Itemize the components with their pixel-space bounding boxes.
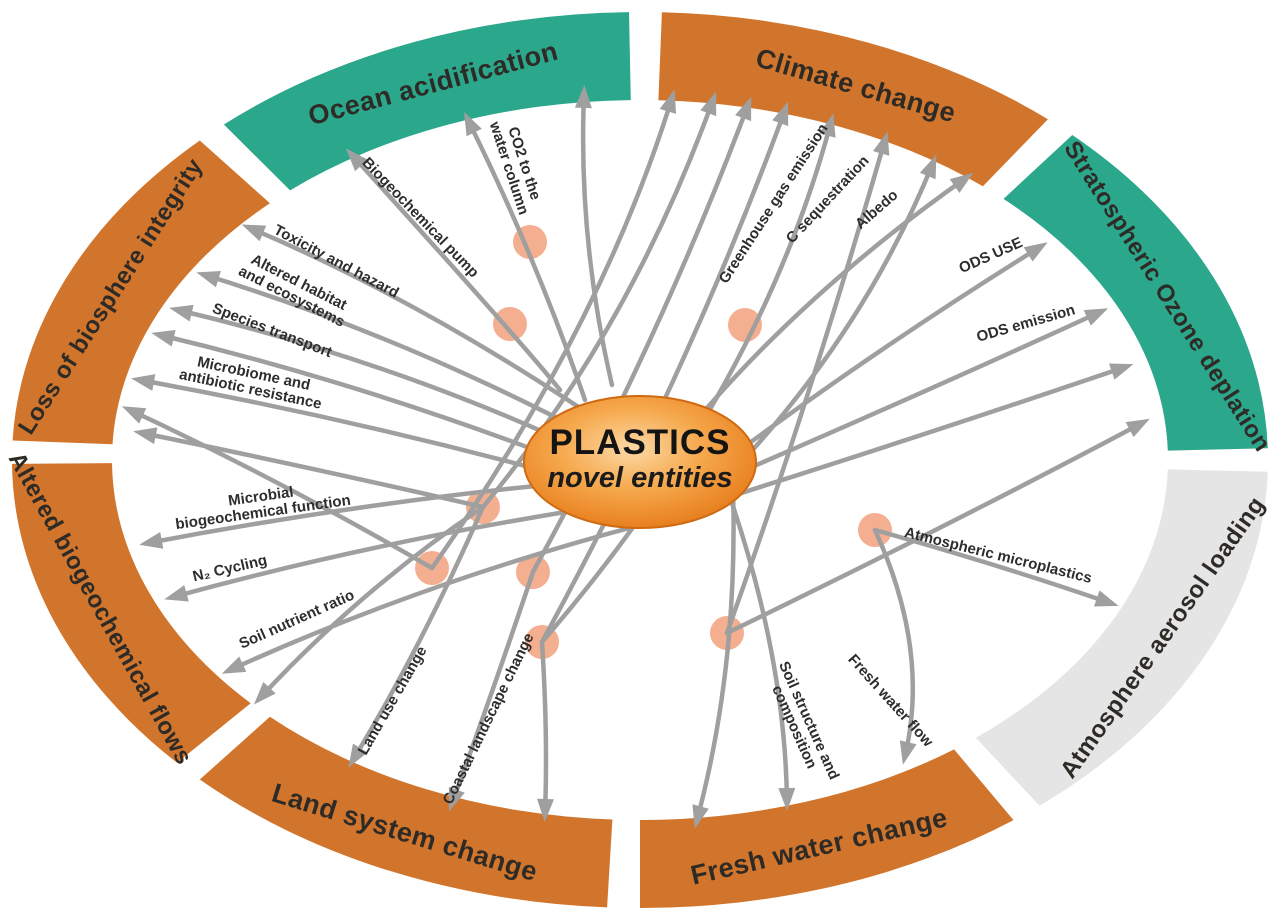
- arrow-toxicity-and-hazard-head: [241, 224, 267, 242]
- arrow-ozone-unlabeled-1-line: [732, 364, 1128, 498]
- arrow-altered-habitat-and-ecosystems-line: [202, 272, 595, 439]
- arrow-ozone-unlabeled-1-head: [1109, 363, 1134, 380]
- arrow-microbiome-and-antibiotic-resistance-head: [131, 374, 156, 391]
- arrow-altered-flows-unlabeled-line: [257, 504, 486, 701]
- arrow-c-sequestration-head: [819, 113, 836, 138]
- arrow-atmospheric-microplastics-line: [872, 527, 1113, 606]
- arrow-label-atmospheric-microplastics: Atmospheric microplastics: [903, 524, 1094, 587]
- arrow-ozone-unlabeled-2-head: [1125, 418, 1150, 438]
- arrow-n2-cycling-line: [170, 502, 613, 600]
- arrow-label-biogeochemical-pump: Biogeochemical pump: [359, 154, 482, 281]
- arrow-land-unlabeled-head: [537, 798, 554, 822]
- arrow-co2-to-water-column-line: [465, 117, 588, 403]
- arrow-label-line: Land use change: [355, 643, 431, 758]
- arrow-biogeochemical-pump-line: [349, 152, 563, 393]
- segment-loss-of-biosphere-integrity: [12, 140, 270, 445]
- arrow-toxicity-and-hazard-line: [247, 225, 601, 423]
- arrow-altered-flows-unlabeled-head: [253, 682, 276, 705]
- arrow-ods-use-head: [1023, 242, 1048, 262]
- arrow-climate-unlabeled-5-head: [949, 172, 974, 193]
- arrow-climate-unlabeled-2-line: [480, 97, 716, 510]
- arrow-ocean-unlabeled-head: [574, 85, 592, 109]
- arrow-label-ods-use: ODS USE: [957, 234, 1026, 277]
- arrow-biosphere-unlabeled-2-line: [127, 407, 435, 571]
- arrow-climate-unlabeled-1-line: [429, 95, 675, 571]
- arrow-climate-unlabeled-3-head: [735, 96, 752, 122]
- arrow-greenhouse-gas-emission-line: [539, 107, 788, 645]
- segment-stratospheric-ozone-deplation: [1003, 135, 1268, 451]
- arrow-climate-unlabeled-2-head: [700, 91, 717, 117]
- arrow-microbial-biogeochemical-function-head: [139, 532, 164, 549]
- link-node: [493, 307, 527, 341]
- arrow-label-line: ODS USE: [957, 234, 1026, 277]
- arrow-coastal-landscape-change-head: [448, 786, 465, 812]
- arrow-label-co2-to-water-column: CO2 to thewater column: [486, 114, 548, 217]
- arrow-label-line: Albedo: [852, 187, 902, 233]
- segment-altered-biogeochemical-flows: [12, 463, 251, 763]
- arrow-c-sequestration-line: [539, 119, 834, 645]
- arrow-label-line: ODS emission: [975, 301, 1077, 345]
- arrow-fresh-water-flow-head: [899, 740, 917, 765]
- arrow-biosphere-unlabeled-3-head: [133, 427, 158, 445]
- arrow-biosphere-unlabeled-1-line: [157, 332, 585, 471]
- arrow-label-line: Atmospheric microplastics: [903, 524, 1094, 587]
- arrow-label-coastal-landscape-change: Coastal landscape change: [440, 630, 538, 807]
- arrow-land-unlabeled-line: [539, 639, 549, 816]
- arrow-soil-nutrient-ratio-head: [221, 656, 247, 674]
- arrow-biogeochemical-pump-head: [345, 148, 368, 172]
- arrow-atmospheric-microplastics-head: [1094, 590, 1119, 607]
- arrow-label-soil-structure-and-composition: Soil structure andcomposition: [760, 659, 842, 789]
- segment-ocean-acidification: [223, 12, 631, 191]
- arrow-label-ods-emission: ODS emission: [975, 301, 1077, 345]
- arrow-label-line: Fresh water flow: [844, 651, 936, 751]
- arrow-label-line: Biogeochemical pump: [359, 154, 482, 281]
- arrow-land-use-change-head: [348, 743, 368, 768]
- arrow-ozone-unlabeled-2-line: [724, 420, 1145, 636]
- arrow-biosphere-unlabeled-1-head: [151, 330, 176, 347]
- arrow-fresh-water-flow-line: [872, 527, 916, 759]
- segment-land-system-change: [199, 716, 613, 908]
- arrow-coastal-landscape-change-line: [449, 569, 536, 806]
- arrow-label-albedo: Albedo: [852, 187, 902, 233]
- arrow-biosphere-unlabeled-3-line: [139, 430, 486, 510]
- arrow-biosphere-unlabeled-2-head: [121, 406, 147, 424]
- arrow-species-transport-head: [169, 304, 194, 322]
- segment-fresh-water-change: [640, 749, 1014, 908]
- arrow-label-line: Coastal landscape change: [440, 630, 538, 807]
- arrow-greenhouse-gas-emission-head: [772, 101, 789, 127]
- arrow-albedo-head: [873, 131, 890, 156]
- arrow-microbiome-and-antibiotic-resistance-line: [137, 377, 580, 483]
- arrow-land-use-change-line: [350, 504, 486, 763]
- segment-atmosphere-aerosol-loading: [975, 469, 1268, 806]
- arrow-label-fresh-water-flow: Fresh water flow: [844, 651, 936, 751]
- arrow-co2-to-water-column-head: [464, 111, 482, 137]
- arrow-freshwater-unlabeled-head: [692, 804, 709, 829]
- arrow-ods-emission-line: [742, 309, 1103, 473]
- arrow-ocean-unlabeled-line: [580, 91, 615, 388]
- arrow-species-transport-line: [175, 307, 591, 455]
- center-title: PLASTICS: [549, 423, 730, 462]
- segment-climate-change: [658, 12, 1048, 187]
- arrow-n2-cycling-head: [164, 585, 189, 602]
- link-node: [728, 308, 762, 342]
- arrow-ods-emission-head: [1083, 308, 1109, 326]
- center-ellipse-plastics: [523, 395, 757, 529]
- arrow-altered-habitat-and-ecosystems-head: [196, 271, 221, 288]
- arrow-climate-unlabeled-4-head: [919, 154, 937, 180]
- arrow-soil-structure-and-composition-head: [778, 787, 796, 811]
- center-subtitle: novel entities: [547, 462, 732, 494]
- arrow-ods-use-line: [737, 244, 1043, 453]
- arrow-label-land-use-change: Land use change: [355, 643, 431, 758]
- arrow-climate-unlabeled-1-head: [659, 89, 676, 114]
